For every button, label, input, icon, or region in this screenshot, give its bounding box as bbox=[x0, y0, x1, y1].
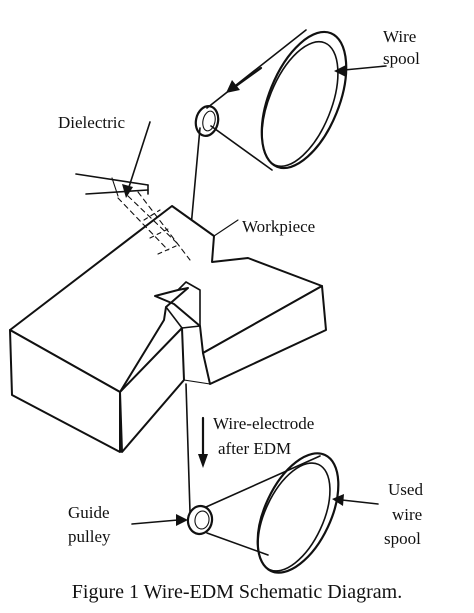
wire-spool-label-line2: spool bbox=[383, 49, 420, 68]
wire-down-arrow bbox=[198, 416, 208, 468]
workpiece-leader bbox=[213, 219, 239, 237]
wire-spool-label-line1: Wire bbox=[383, 27, 416, 46]
used-wire-spool-leader bbox=[332, 494, 379, 506]
used-wire-spool-label-line1: Used bbox=[388, 480, 423, 499]
used-wire-spool bbox=[256, 452, 340, 574]
guide-pulley-label-line1: Guide bbox=[68, 503, 110, 522]
used-wire-spool-label-line3: spool bbox=[384, 529, 421, 548]
feed-direction-arrow bbox=[226, 66, 263, 93]
wire-spool-leader bbox=[334, 65, 387, 77]
guide-pulley-label-line2: pulley bbox=[68, 527, 111, 546]
wire-electrode-label-line2: after EDM bbox=[218, 439, 291, 458]
workpiece-label: Workpiece bbox=[242, 217, 315, 236]
dielectric-flow bbox=[117, 191, 191, 261]
wire-lower bbox=[185, 383, 191, 513]
figure-caption: Figure 1 Wire-EDM Schematic Diagram. bbox=[72, 581, 402, 603]
wire-electrode-label-line1: Wire-electrode bbox=[213, 414, 314, 433]
return-wire bbox=[205, 455, 321, 556]
feed-wire bbox=[206, 29, 307, 171]
dielectric-nozzle bbox=[75, 173, 149, 197]
wire-spool bbox=[260, 30, 348, 170]
bottom-guide-pulley bbox=[186, 504, 214, 536]
top-guide-pulley bbox=[194, 105, 220, 137]
guide-pulley-leader bbox=[131, 514, 188, 526]
dielectric-leader bbox=[122, 121, 151, 198]
workpiece-block bbox=[9, 205, 327, 453]
used-wire-spool-label-line2: wire bbox=[392, 505, 422, 524]
dielectric-label: Dielectric bbox=[58, 113, 125, 132]
